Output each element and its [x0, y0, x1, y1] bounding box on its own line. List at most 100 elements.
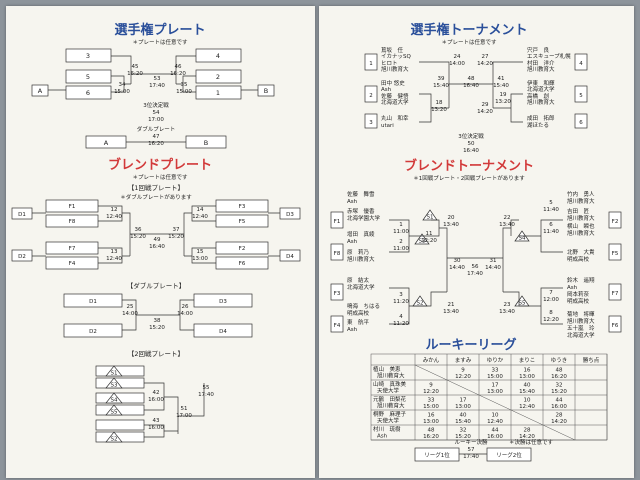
bm3-time: 11:20: [393, 299, 409, 305]
bp-F2-label: F2: [239, 246, 246, 252]
bl-1-3: 旭川教育大: [347, 255, 375, 263]
rm24-no: 24: [454, 54, 461, 60]
bm1-time: 11:00: [393, 229, 409, 235]
third-label: 3位決定戦: [143, 101, 169, 109]
rookie-match-no: 40: [460, 413, 467, 419]
seed-2: 2: [369, 93, 373, 99]
blend-triangles: S1 S3 S2 S4 S5: [412, 209, 530, 307]
m15-no: 15: [197, 249, 204, 255]
rookie-match-no: 32: [556, 383, 563, 389]
rm27-no: 27: [482, 54, 489, 60]
bp-F3-label: F3: [239, 204, 246, 210]
rookie-match-time: 16:20: [423, 434, 439, 440]
tri-S3: S3: [111, 383, 118, 389]
dbl-D4: [193, 323, 253, 338]
tri-S5: S5: [111, 410, 118, 416]
bm4-no: 4: [399, 314, 403, 320]
team-5-p1: 伊東 和輝: [527, 79, 555, 87]
bm5-no: 5: [549, 200, 553, 206]
plate-box-A: [31, 84, 49, 97]
team-3-p1: 丸山 和幸: [381, 114, 409, 122]
r-third-label: 3位決定戦: [458, 132, 484, 140]
bl-0-0: 佐藤 舞雪: [347, 190, 375, 198]
double-box-B-label: B: [204, 139, 208, 147]
bl-2-1: 北海道大学: [347, 283, 375, 291]
league-1st-label: リーグ1位: [424, 451, 450, 459]
m42-time: 16:00: [148, 397, 164, 403]
bp-F5-label: F5: [239, 219, 246, 225]
m45-time: 16:20: [127, 71, 143, 77]
rookie-match-time: 13:00: [423, 419, 439, 425]
dbl-D2-label: D2: [89, 329, 97, 335]
league-2nd-label: リーグ2位: [496, 451, 522, 459]
rookie-player-club: 旭川教育大: [377, 372, 405, 380]
champ-plate-note: ＊プレートは任意です: [132, 38, 188, 46]
m49-time: 16:40: [149, 244, 165, 250]
rookie-final-note: ＊決勝は任意です: [509, 438, 554, 446]
team-4-c1: エスキュープ札幌: [527, 52, 571, 60]
rookie-col-header: ゆうき: [551, 357, 568, 364]
tri-S2: S2: [111, 437, 118, 443]
btri-S1: S1: [427, 215, 434, 221]
blend-note: ＊1回戦プレート・2回戦プレートがあります: [413, 174, 525, 182]
plate-box-1-label: 1: [216, 89, 220, 97]
rookie-match-time: 12:40: [487, 419, 503, 425]
league-2nd-box: [486, 447, 532, 462]
blend-seed-boxes: F1 F8 F3 F4 F2 F5 F7 F6: [330, 211, 622, 333]
rookie-diag: [414, 364, 448, 381]
bl-3-0: 東 航平: [347, 318, 370, 326]
bm23-time: 13:40: [499, 309, 515, 315]
bm6-time: 11:40: [543, 229, 559, 235]
champ-plate-title: 選手権プレート: [114, 22, 205, 38]
m49-no: 49: [154, 237, 161, 243]
side-D1: [11, 207, 33, 220]
bm21-time: 13:40: [443, 309, 459, 315]
seed-6: 6: [579, 120, 583, 126]
rookie-player-name: 村川 琉樹: [373, 425, 401, 433]
champ-note: ＊プレートは任意です: [441, 38, 497, 46]
br-3-0: 菊地 将暉: [567, 310, 595, 318]
dbl-D3: [193, 293, 253, 308]
rookie-match-time: 15:00: [487, 374, 503, 380]
rookie-match-no: 33: [428, 398, 435, 404]
m34-time: 15:00: [114, 89, 130, 95]
br-0-2: 吉田 匠: [567, 208, 590, 215]
team-6-p1: 成田 拓郎: [527, 114, 555, 122]
rm27-time: 14:20: [477, 61, 493, 67]
dbl-D1: [63, 293, 123, 308]
bl-1-2: 原 莉乃: [347, 248, 369, 256]
plate-box-B: [257, 84, 275, 97]
rookie-final-title: ルーキー決勝: [454, 438, 488, 446]
m43-no: 43: [153, 418, 160, 424]
rm29-no: 29: [482, 102, 489, 108]
bl-1-0: 增田 真綾: [347, 230, 375, 238]
rookie-match-time: 13:00: [487, 389, 503, 395]
rookie-col-header: ゆりか: [487, 357, 504, 364]
team-2-p1: 田中 悠史: [381, 79, 405, 87]
plate-box-A-label: A: [38, 87, 43, 95]
rookie-match-no: 9: [429, 383, 433, 389]
bp-F6-label: F6: [239, 261, 246, 267]
m15-time: 13:00: [192, 256, 208, 262]
blend-plate-title: ブレンドプレート: [108, 157, 212, 173]
bl-0-2: 赤塚 優香: [347, 207, 375, 215]
blend-bracket-lines: [389, 219, 563, 325]
bp-F8-label: F8: [69, 219, 76, 225]
team-4-p1: 宍戸 良: [527, 46, 550, 54]
seed-3: 3: [369, 120, 373, 126]
rookie-player-club: Ash: [377, 434, 388, 440]
rookie-match-no: 10: [492, 413, 499, 419]
bp-F4-label: F4: [69, 261, 76, 267]
bm2-time: 11:00: [393, 246, 409, 252]
bm20-time: 13:40: [443, 222, 459, 228]
m12-no: 12: [111, 207, 118, 213]
bl-0-3: 北海学園大学: [347, 214, 381, 222]
bm11-no: 11: [426, 231, 433, 237]
rookie-match-time: 16:20: [551, 374, 567, 380]
bp-F7-label: F7: [69, 246, 76, 252]
bm1-no: 1: [399, 222, 403, 228]
rookie-player-club: 旭川教育大: [377, 402, 405, 410]
rookie-table-frame: [370, 353, 608, 441]
br-1-3: 明成高校: [567, 255, 590, 263]
m36-time: 15:20: [130, 234, 146, 240]
